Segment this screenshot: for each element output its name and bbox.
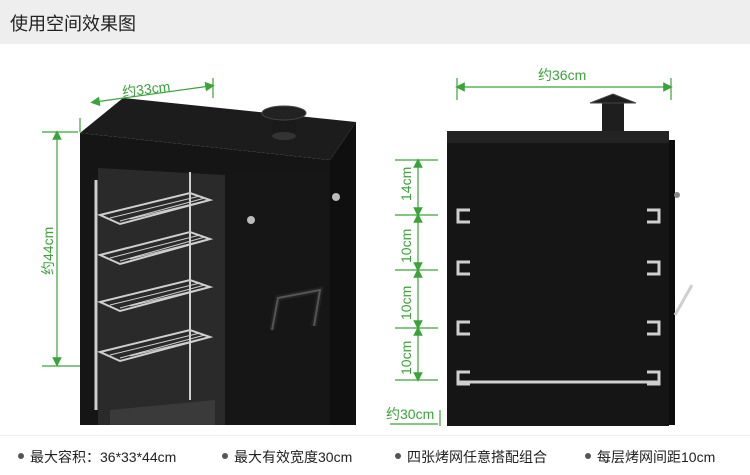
cabinet-side bbox=[330, 122, 356, 425]
chimney-cap bbox=[261, 105, 307, 121]
cabinet-front-view bbox=[447, 131, 669, 426]
cabinet-top-edge bbox=[447, 131, 669, 143]
spec-item-spacing: 每层烤网间距10cm bbox=[585, 447, 715, 467]
illustration-area: 约33cm 约44cm bbox=[0, 44, 750, 435]
right-width-label: 约36cm bbox=[538, 67, 586, 83]
bullet-icon bbox=[585, 453, 591, 460]
spacing-label-2: 10cm bbox=[398, 229, 414, 263]
spec-item-capacity: 最大容积：36*33*44cm bbox=[18, 447, 176, 467]
right-dimensions bbox=[390, 78, 673, 426]
depth-label: 约30cm bbox=[386, 406, 434, 422]
chimney-pipe bbox=[272, 115, 296, 137]
bolt bbox=[247, 216, 255, 224]
left-cabinet bbox=[80, 98, 356, 425]
side-handle bbox=[673, 284, 694, 316]
width-dimension-line bbox=[90, 81, 215, 107]
grill-rack-2 bbox=[96, 230, 214, 266]
grill-rack-1 bbox=[96, 191, 214, 226]
header-bar: 使用空间效果图 bbox=[0, 0, 750, 44]
smoker-illustration: 约33cm 约44cm bbox=[40, 67, 694, 426]
bolt bbox=[332, 193, 340, 201]
spacing-label-3: 10cm bbox=[398, 286, 414, 320]
cabinet-top bbox=[80, 98, 356, 160]
spec-item-combination: 四张烤网任意搭配组合 bbox=[395, 447, 547, 467]
spec-item-width: 最大有效宽度30cm bbox=[222, 447, 352, 467]
bullet-icon bbox=[18, 453, 24, 460]
left-dimensions bbox=[42, 78, 215, 367]
bullet-icon bbox=[395, 453, 401, 460]
grill-rack-3 bbox=[96, 278, 214, 313]
spacing-label-1: 14cm bbox=[398, 167, 414, 201]
left-width-label: 约33cm bbox=[121, 78, 171, 100]
grill-rack-4 bbox=[96, 328, 214, 363]
chimney-pipe bbox=[602, 100, 624, 131]
left-height-label: 约44cm bbox=[40, 227, 56, 275]
spec-bar: 最大容积：36*33*44cm 最大有效宽度30cm 四张烤网任意搭配组合 每层… bbox=[0, 435, 750, 475]
page-title: 使用空间效果图 bbox=[10, 14, 136, 34]
bullet-icon bbox=[222, 453, 228, 460]
right-cabinet bbox=[447, 93, 694, 426]
chimney-cap bbox=[589, 93, 637, 104]
rack-brackets bbox=[456, 208, 661, 386]
drip-tray bbox=[110, 400, 215, 425]
spacing-label-4: 10cm bbox=[398, 341, 414, 375]
grill-racks bbox=[94, 172, 214, 410]
